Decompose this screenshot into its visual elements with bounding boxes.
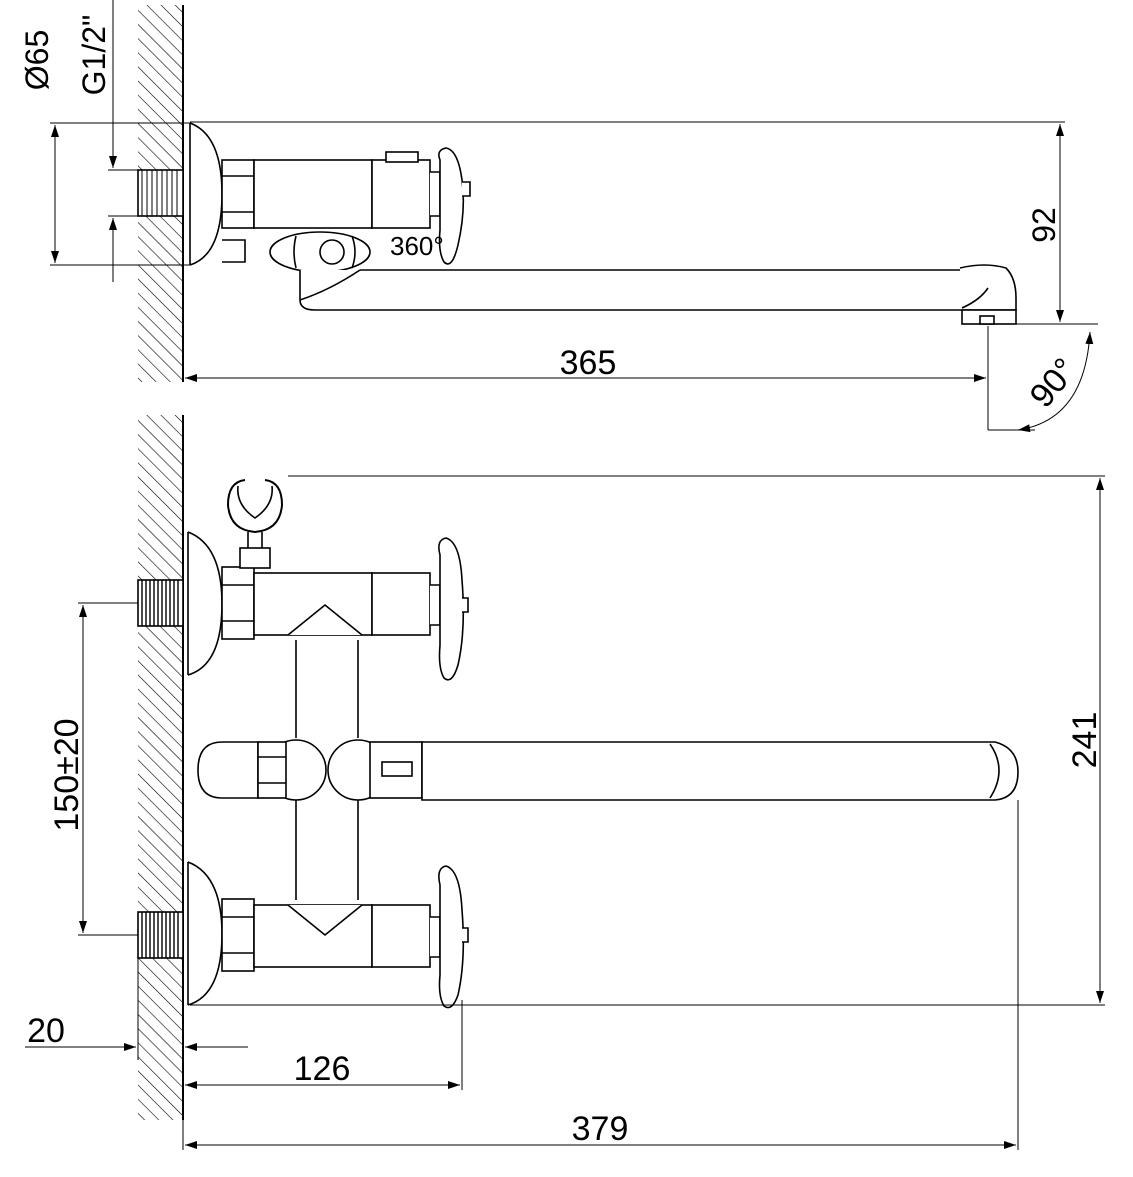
- thread-label: G1/2": [76, 15, 112, 96]
- rotation-label: 360°: [390, 231, 444, 261]
- top-view-faucet: [137, 122, 1017, 325]
- front-view-dimensions: [25, 475, 1105, 1150]
- wall-offset-20-label: 20: [27, 1012, 65, 1050]
- height-92-label: 92: [1026, 207, 1062, 243]
- handle-depth-126-label: 126: [294, 1050, 351, 1088]
- total-height-241-label: 241: [1066, 712, 1104, 769]
- spout-reach-365-label: 365: [560, 344, 617, 382]
- total-depth-379-label: 379: [572, 1110, 629, 1148]
- inlet-spacing-label: 150±20: [48, 718, 86, 831]
- front-view-faucet: [137, 479, 1019, 1009]
- wall-bottom: [138, 415, 184, 1120]
- aerator-angle-label: 90°: [1022, 351, 1084, 415]
- top-view-dimensions: [50, 0, 1098, 433]
- flange-diameter-label: Ø65: [19, 30, 55, 90]
